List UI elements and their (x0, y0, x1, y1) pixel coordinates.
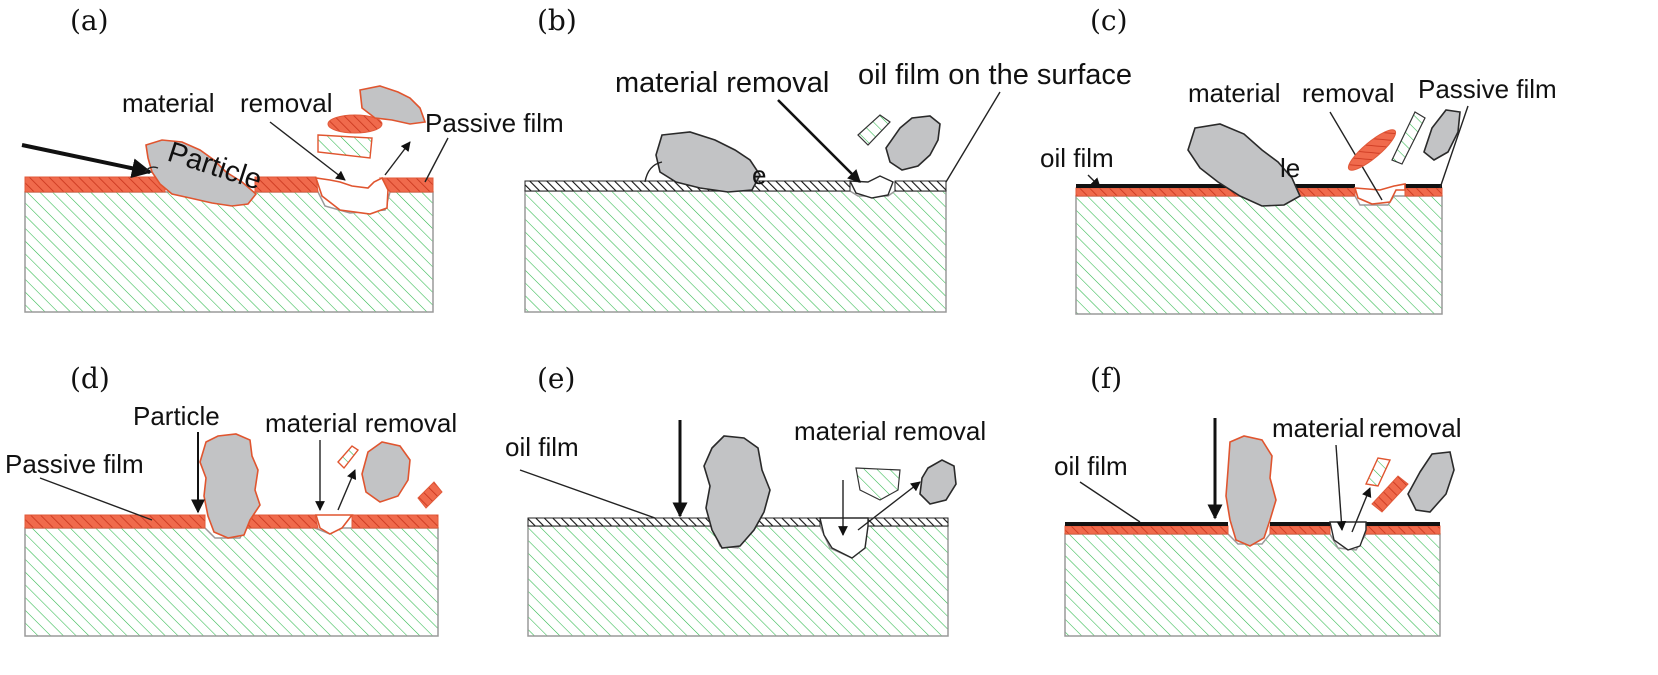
oil-leader-b (945, 91, 1001, 183)
substrate-debris-f (1364, 457, 1392, 487)
ejection-arrow-f (1351, 487, 1372, 533)
material-label-a: material (122, 88, 214, 118)
removal-label-f: removal (1369, 413, 1461, 443)
motion-arrow-a (21, 143, 152, 179)
passive-leader-a (424, 137, 449, 183)
oil-leader-c (1087, 174, 1101, 188)
passive-film-label-a: Passive film (425, 108, 564, 138)
passive-debris-a (327, 114, 383, 134)
material-removal-label-b: material removal (615, 67, 829, 99)
particle-b (655, 131, 761, 193)
particle-a (145, 139, 258, 207)
panel-e-label: (e) (537, 362, 575, 395)
pit-a (314, 176, 389, 215)
material-label-f: material (1272, 413, 1364, 443)
particle-label-d: Particle (133, 401, 220, 431)
passive-debris-d (417, 481, 443, 509)
panel-f-label: (f) (1090, 362, 1122, 395)
oil-leader-f (1079, 481, 1141, 523)
particle-f (1225, 435, 1277, 547)
oil-leader-e (519, 469, 656, 519)
passive-film-label-c: Passive film (1418, 74, 1557, 104)
removal-leader-a (269, 121, 346, 181)
passive-debris-c (1347, 129, 1397, 171)
hidden-label-c: le (1280, 153, 1300, 183)
particle-contact-mark-a (144, 166, 159, 173)
worn-particle-c (1423, 109, 1461, 161)
worn-particle-b (885, 115, 941, 171)
particle-c (1187, 123, 1302, 207)
pit-d (314, 514, 354, 535)
particle-contact-mark-b (644, 161, 663, 183)
substrate-debris-e (855, 467, 901, 501)
worn-particle-d (361, 441, 411, 503)
material-label-c: material (1188, 78, 1280, 108)
substrate-f (1064, 533, 1441, 637)
ejection-arrow-a (384, 141, 411, 176)
removal-arrow-b (777, 99, 861, 183)
particle-e (703, 435, 771, 549)
substrate-d (24, 527, 439, 637)
hidden-label-b: e (752, 160, 766, 190)
worn-particle-f (1407, 451, 1455, 513)
oil-film-label-c: oil film (1040, 143, 1114, 173)
ejection-arrow-d (337, 469, 357, 511)
removal-label-c: removal (1302, 78, 1394, 108)
panel-d: (d) Particle Passive film material remov… (5, 362, 457, 637)
oil-film-label-f: oil film (1054, 451, 1128, 481)
passive-leader-c (1439, 105, 1469, 189)
passive-debris-f (1371, 475, 1409, 513)
panel-a: (a) Particle material removal Passive fi… (21, 4, 564, 313)
particle-d (199, 433, 261, 539)
passive-leader-d (39, 477, 153, 521)
panel-e: (e) oil film material removal (505, 362, 986, 637)
oil-film-surface-label-b: oil film on the surface (858, 59, 1132, 91)
material-removal-label-e: material removal (794, 416, 986, 446)
worn-particle-e (919, 459, 957, 505)
panel-a-label: (a) (70, 4, 109, 37)
panel-c: (c) le oil film material removal Passive… (1040, 4, 1557, 315)
passive-film-label-d: Passive film (5, 449, 144, 479)
substrate-c (1075, 195, 1443, 315)
substrate-debris-d (337, 445, 360, 470)
substrate-debris-b (857, 114, 891, 146)
panel-f: (f) oil film material removal (1054, 362, 1461, 637)
removal-label-a: removal (240, 88, 332, 118)
pit-b (848, 175, 894, 199)
panel-d-label: (d) (70, 362, 110, 395)
oil-film-f (1065, 522, 1440, 526)
panel-b: (b) e material removal oil film on the s… (524, 4, 1132, 313)
substrate-debris-a (317, 134, 373, 159)
oil-film-label-e: oil film (505, 432, 579, 462)
ejection-arrow-e (857, 481, 921, 531)
worn-particle-a (359, 85, 427, 125)
material-removal-label-d: material removal (265, 408, 457, 438)
substrate-b (524, 190, 947, 313)
panel-b-label: (b) (537, 4, 577, 37)
removal-leader-f (1335, 444, 1347, 531)
pit-e (819, 517, 869, 559)
substrate-debris-c (1391, 111, 1426, 165)
panel-c-label: (c) (1090, 4, 1128, 37)
pit-c (1353, 183, 1406, 205)
